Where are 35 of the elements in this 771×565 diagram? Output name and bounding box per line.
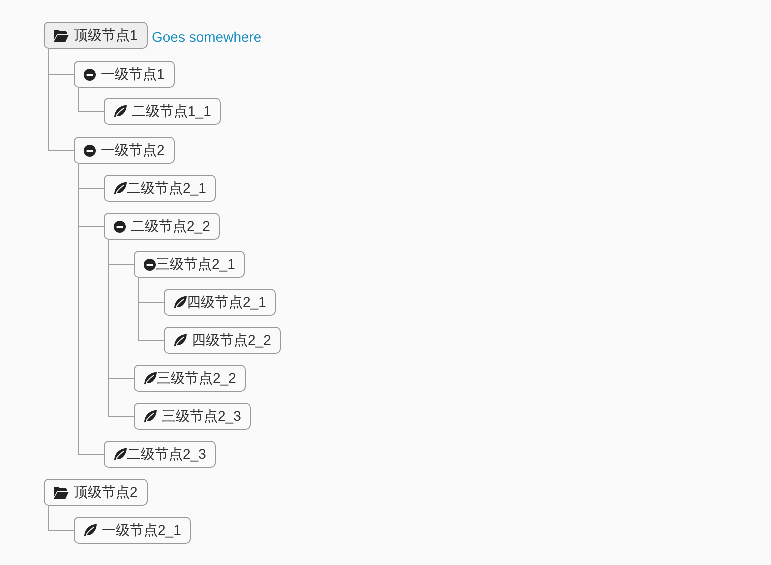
tree-node: [44, 22, 148, 49]
tree-node: [104, 441, 216, 468]
node-label: 顶级节点1: [74, 26, 138, 45]
tree-node: [164, 327, 282, 354]
tree-line: [138, 278, 164, 342]
tree-line: [108, 240, 134, 418]
link: Goes somewhere: [152, 28, 262, 46]
tree-line: [48, 48, 74, 152]
node-label: 三级节点2_1: [156, 255, 236, 274]
node-label: 一级节点1: [101, 65, 165, 84]
node-label: 二级节点2_3: [127, 445, 206, 464]
tree-node: [74, 517, 192, 544]
node-label: 四级节点2_1: [187, 293, 266, 312]
tree-node: [104, 175, 216, 202]
tree-node: [134, 365, 246, 392]
node-label: 三级节点2_3: [162, 407, 242, 426]
node-label: 一级节点2_1: [102, 521, 182, 540]
tree-node: [164, 289, 276, 316]
tree-node: [104, 98, 222, 125]
node-label: 二级节点2_1: [127, 179, 206, 198]
tree-node: [74, 137, 175, 164]
tree-line: [78, 164, 104, 456]
tree-line: [48, 506, 74, 532]
tree-node: [134, 251, 246, 278]
tree-node: [104, 213, 220, 240]
tree-node: [44, 479, 148, 506]
node-label: 二级节点1_1: [132, 102, 212, 121]
node-label: 四级节点2_2: [192, 331, 272, 350]
node-label: 一级节点2: [101, 141, 165, 160]
node-label: 二级节点2_2: [131, 217, 210, 236]
node-label: 三级节点2_2: [157, 369, 236, 388]
tree-node: [134, 403, 252, 430]
node-label: 顶级节点2: [74, 483, 138, 502]
tree-line: [78, 88, 104, 112]
tree-node: [74, 61, 175, 88]
